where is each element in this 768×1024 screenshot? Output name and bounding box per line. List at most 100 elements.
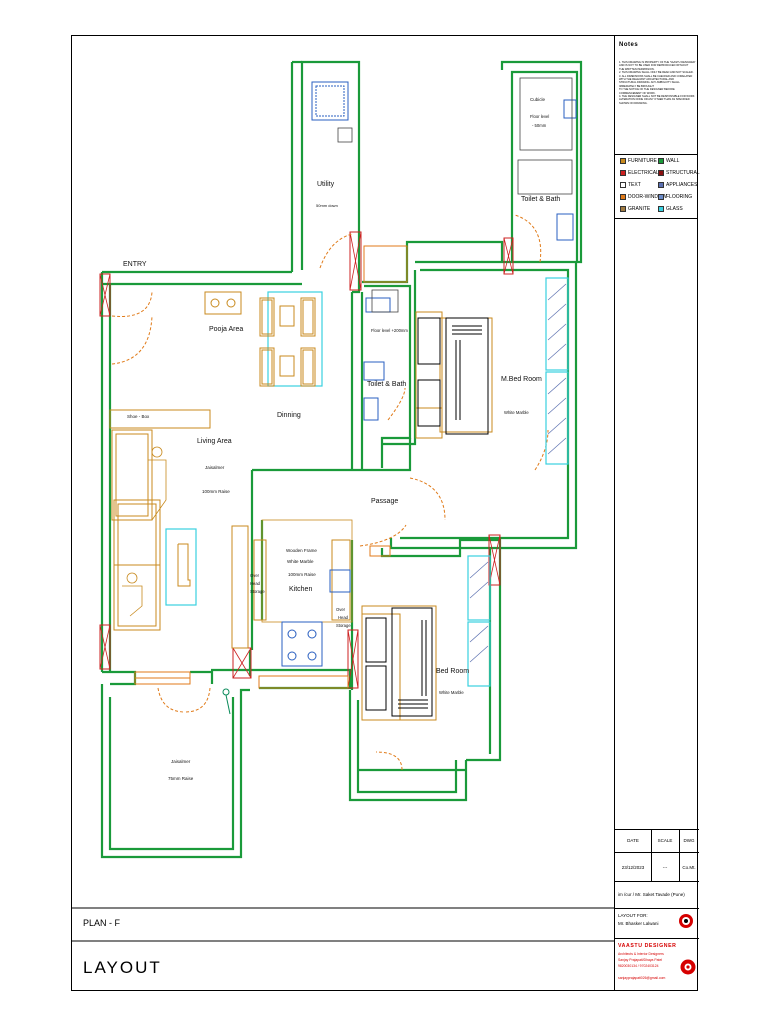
divider bbox=[615, 852, 699, 853]
floor-level-label: Floor level +200mm bbox=[371, 328, 408, 333]
utility-label: Utility bbox=[317, 181, 335, 188]
windows bbox=[134, 245, 408, 689]
legend-label: ELECTRICAL bbox=[628, 170, 659, 176]
note-line: 2. THIS DRAWING SHALL ONLY BE READ AND N… bbox=[619, 71, 694, 75]
divider bbox=[679, 829, 680, 881]
legend-label: FLOORING bbox=[666, 194, 693, 200]
overhead-left-2: Head bbox=[250, 581, 261, 586]
divider bbox=[615, 938, 699, 939]
notes-list: 1. THIS DRAWING IS PROPERTY OF THE 'VAAS… bbox=[619, 61, 697, 105]
wardrobe-hatch bbox=[469, 283, 567, 663]
legend-swatch bbox=[620, 194, 626, 200]
living-floor: Jaisalmer bbox=[205, 465, 225, 470]
incharge-text: im /cur / Mr. Saket Tavade (Pune) bbox=[618, 892, 685, 897]
legend-swatch bbox=[620, 158, 626, 164]
divider bbox=[615, 829, 699, 830]
legend-item: FLOORING bbox=[658, 194, 692, 200]
cubicle-label: Cubicle bbox=[530, 97, 546, 102]
notes-title: Notes bbox=[619, 42, 639, 48]
legend-swatch bbox=[620, 182, 626, 188]
client-name: Mr. Bhasker Lalwani bbox=[618, 921, 659, 926]
legend-item: GRANITE bbox=[620, 206, 650, 212]
dwg-value: Co.Mt. bbox=[682, 865, 696, 870]
note-line: STRUCTURAL DRAWING. ANY AMBIGUITY SHALL bbox=[619, 81, 680, 85]
toilet-bath-1-label: Toilet & Bath bbox=[521, 196, 560, 203]
pooja-label: Pooja Area bbox=[209, 326, 243, 333]
walls bbox=[100, 60, 583, 859]
note-line: THE WRITTEN PERMISSION. bbox=[619, 67, 655, 71]
legend-item: DOOR-WINDOW bbox=[620, 194, 667, 200]
cubicle-floor-line1: Floor level bbox=[530, 114, 549, 119]
note-line: 3. ALL DIMENSIONS SHALL BE CHECKED AND C… bbox=[619, 74, 693, 78]
plan-name: PLAN - F bbox=[83, 918, 121, 928]
note-line: SHOWN ON DRAWING. bbox=[619, 101, 648, 105]
misc-fixtures bbox=[337, 77, 573, 313]
brand-contacts: Sanjay Prajapati/Dhaya Patel bbox=[618, 958, 663, 962]
bed-floor: White Marble bbox=[439, 690, 464, 695]
notes-panel: Notes 1. THIS DRAWING IS PROPERTY OF THE… bbox=[614, 35, 698, 155]
legend-label: STRUCTURAL bbox=[666, 170, 700, 176]
legend-swatch bbox=[658, 158, 664, 164]
note-line: 1. THIS DRAWING IS PROPERTY OF THE 'VAAS… bbox=[619, 61, 696, 64]
kitchen-frame-1: Wooden Frame bbox=[286, 548, 317, 553]
note-line: AND IS NOT TO BE USED FOR REPRODUCED WIT… bbox=[619, 64, 689, 68]
company-logo-icon bbox=[680, 959, 696, 975]
legend-label: GRANITE bbox=[628, 206, 651, 212]
company-seal-icon bbox=[679, 914, 693, 928]
legend-swatch bbox=[620, 170, 626, 176]
brand-tagline: Architects & Interior Designers bbox=[618, 952, 664, 956]
right-column-blank bbox=[614, 219, 698, 829]
bed-linework bbox=[365, 317, 489, 717]
legend-swatch bbox=[658, 182, 664, 188]
legend-item: TEXT bbox=[620, 182, 641, 188]
shoe-box-label: Shoe - Box bbox=[127, 414, 150, 419]
legend-item: GLASS bbox=[658, 206, 683, 212]
legend-label: DOOR-WINDOW bbox=[628, 194, 667, 200]
legend-label: GLASS bbox=[666, 206, 683, 212]
divider bbox=[615, 908, 699, 909]
toilet-bath-2-label: Toilet & Bath bbox=[367, 381, 406, 388]
overhead-left-3: Storage bbox=[250, 589, 265, 594]
date-label: DATE bbox=[627, 838, 639, 843]
legend-label: WALL bbox=[666, 158, 680, 164]
scale-label: SCALE bbox=[657, 838, 673, 843]
room-labels: ENTRY Utility 50mm down Cubicle Floor le… bbox=[123, 97, 560, 781]
brand-name: VAASTU DESIGNER bbox=[618, 943, 677, 949]
entry-label: ENTRY bbox=[123, 261, 147, 268]
bed-label: Bed Room bbox=[436, 668, 469, 675]
date-value: 23/12/2023 bbox=[621, 865, 645, 870]
divider bbox=[651, 829, 652, 881]
note-line: TO THE NOTICE OF THE DESIGNER BEFORE bbox=[619, 88, 675, 92]
title-block: DATE SCALE DWG 23/12/2023 --- Co.Mt. im … bbox=[614, 829, 699, 991]
note-line: WITH THE RELEVANT ARCHITECTURAL AND bbox=[619, 78, 674, 82]
overhead-right-3: Storage bbox=[336, 623, 351, 628]
door-swings bbox=[111, 214, 549, 771]
overhead-right-2: Head bbox=[338, 615, 349, 620]
legend-item: WALL bbox=[658, 158, 679, 164]
balcony-raise: 75mm Raise bbox=[168, 776, 194, 781]
legend-swatch bbox=[658, 194, 664, 200]
dwg-label: DWG bbox=[683, 838, 695, 843]
note-line: IMMEDIATELY BE BROUGHT bbox=[619, 84, 655, 88]
living-raise: 100mm Raise bbox=[202, 489, 230, 494]
passage-label: Passage bbox=[371, 498, 398, 505]
furniture bbox=[109, 291, 493, 721]
legend-label: APPLIANCES bbox=[666, 182, 698, 188]
cubicle-floor-line2: - 50mm bbox=[532, 123, 547, 128]
kitchen-label: Kitchen bbox=[289, 586, 312, 593]
overhead-left-1: Over bbox=[250, 573, 260, 578]
legend-swatch bbox=[620, 206, 626, 212]
note-line: 4. THE DESIGNER SHALL NOT BE RESPONSIBLE… bbox=[619, 95, 695, 99]
legend-item: FURNITURE bbox=[620, 158, 657, 164]
living-label: Living Area bbox=[197, 438, 232, 445]
utility-note: 50mm down bbox=[316, 203, 338, 208]
seated-figures bbox=[122, 446, 167, 617]
legend-item: APPLIANCES bbox=[658, 182, 697, 188]
legend-label: TEXT bbox=[628, 182, 641, 188]
balcony-floor: Jaisalmer bbox=[171, 759, 191, 764]
note-line: ALTERATION DONE OR ANY OTHER THAN AS SPE… bbox=[619, 98, 690, 102]
master-bed-floor: White Marble bbox=[504, 410, 529, 415]
legend-item: ELECTRICAL bbox=[620, 170, 659, 176]
kitchen-frame-2: White Marble bbox=[287, 559, 314, 564]
